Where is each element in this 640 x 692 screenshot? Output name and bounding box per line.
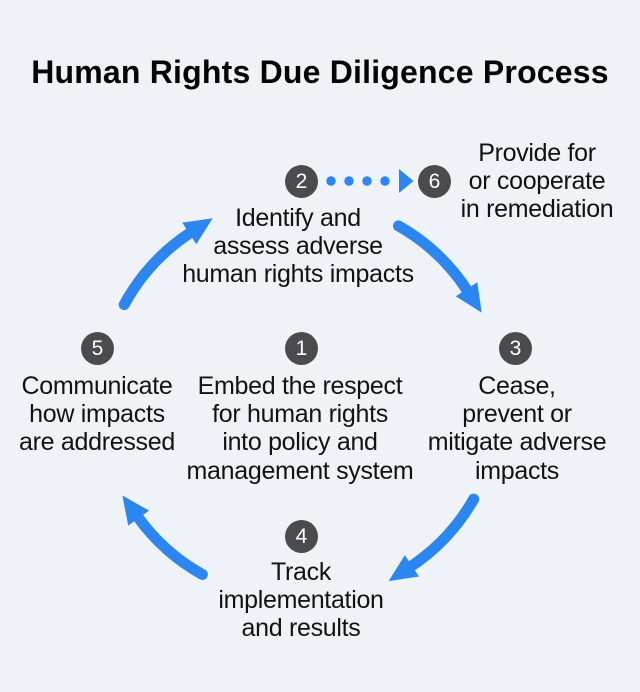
step-3-label: Cease, prevent or mitigate adverse impac…: [427, 372, 607, 485]
cycle-arrow-3-to-4-icon: [388, 493, 480, 582]
step-6-badge: 6: [418, 165, 451, 198]
step-5-label: Communicate how impacts are addressed: [19, 372, 175, 457]
step-2-badge: 2: [285, 165, 318, 198]
step-4-label: Track implementation and results: [218, 558, 384, 643]
step-4-badge: 4: [285, 520, 318, 553]
step-6-label: Provide for or cooperate in remediation: [460, 139, 614, 224]
step-3-badge: 3: [499, 332, 532, 365]
step-2-label: Identify and assess adverse human rights…: [182, 204, 414, 289]
step-5-badge: 5: [81, 332, 114, 365]
page-title: Human Rights Due Diligence Process: [31, 54, 609, 90]
dotted-arrow-2-to-6-icon: [326, 169, 414, 193]
step-1-label: Embed the respect for human rights into …: [186, 372, 414, 485]
step-1-badge: 1: [285, 332, 318, 365]
